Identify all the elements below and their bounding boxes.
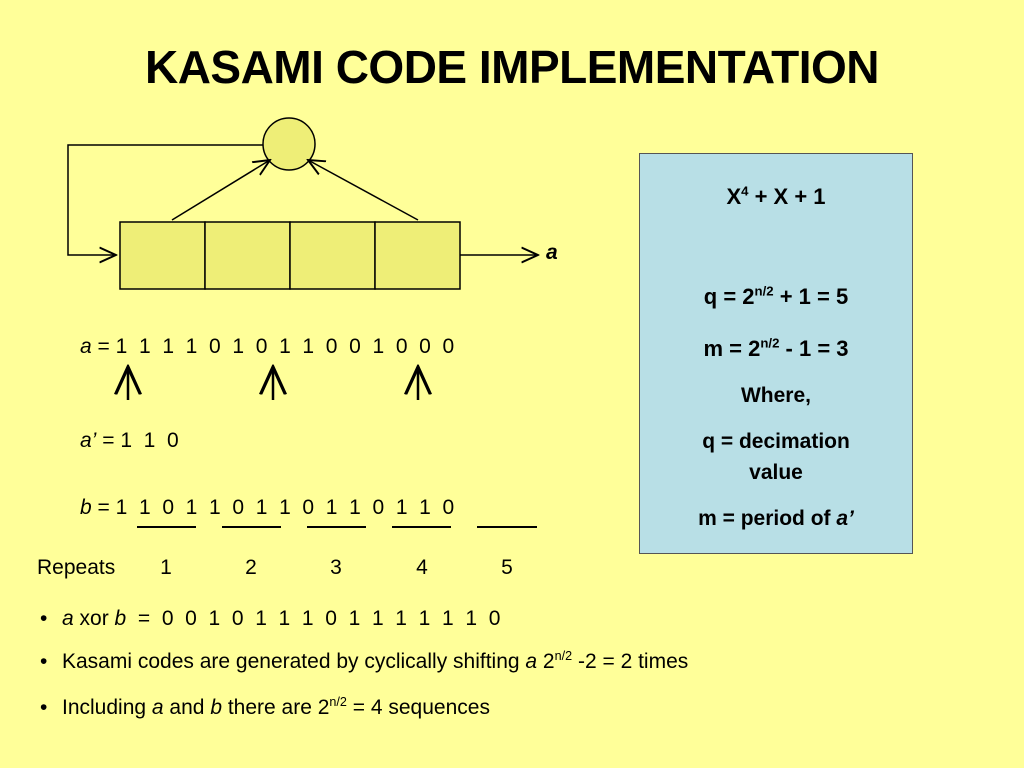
output-label: a [546, 241, 558, 264]
repeat-number-4: 4 [416, 556, 428, 579]
bullet-shift-exp: n/2 [554, 649, 573, 663]
bullet-count: • Including a and b there are 2n/2 = 4 se… [40, 696, 490, 720]
page-title: KASAMI CODE IMPLEMENTATION [144, 41, 880, 93]
m-definition-var: a’ [836, 507, 854, 530]
decimation-arrows [128, 367, 418, 400]
register-cell-3 [289, 221, 376, 290]
sequence-a-prime-var: a’ [80, 429, 97, 452]
repeat-number-3: 3 [330, 556, 342, 579]
bullet-count-mid: there are 2 [222, 696, 330, 719]
q-formula-post: + 1 = 5 [773, 284, 849, 309]
m-formula-pre: m = 2 [703, 336, 761, 361]
q-formula-exp: n/2 [754, 283, 774, 299]
bullet-count-and: and [163, 696, 211, 719]
where-label: Where, [740, 384, 811, 407]
sequence-b-eq: = [97, 496, 110, 519]
sequence-a-prime: a’ = 1 1 0 [80, 429, 179, 453]
bullet-shift-var: a [525, 650, 538, 673]
info-box: X4 + X + 1 q = 2n/2 + 1 = 5 m = 2n/2 - 1… [639, 153, 913, 554]
m-formula-post: - 1 = 3 [779, 336, 849, 361]
bullet-xor-op: xor [73, 607, 115, 630]
sequence-b-bits: 1 1 0 1 1 0 1 1 0 1 1 0 1 1 0 [115, 496, 455, 519]
bullet-shift-post: -2 = 2 times [572, 650, 689, 673]
bullet-shift: • Kasami codes are generated by cyclicall… [40, 650, 688, 674]
tap-arrow-left [171, 160, 270, 221]
sequence-a-var: a [80, 335, 92, 358]
poly-exponent: 4 [741, 183, 749, 199]
feedback-path [67, 144, 263, 255]
sequence-a-prime-eq: = [102, 429, 115, 452]
bullet-count-post: = 4 sequences [346, 696, 490, 719]
bullet-shift-text: Kasami codes are generated by cyclically… [62, 650, 526, 673]
m-definition: m = period of a’ [640, 504, 912, 534]
bullet-count-exp: n/2 [329, 695, 347, 709]
register-cell-1 [119, 221, 206, 290]
bullet-count-text: Including [62, 696, 152, 719]
m-formula-exp: n/2 [760, 335, 780, 351]
repeat-number-2: 2 [245, 556, 257, 579]
tap-arrow-right [308, 160, 419, 221]
sequence-a: a = 1 1 1 1 0 1 0 1 1 0 0 1 0 0 0 [80, 335, 454, 359]
bullet-xor-result: = 0 0 1 0 1 1 1 0 1 1 1 1 1 1 0 [126, 607, 501, 630]
polynomial: X4 + X + 1 [640, 182, 912, 212]
m-definition-pre: m = period of [698, 507, 837, 530]
register-cell-4 [374, 221, 461, 290]
xor-node [262, 117, 316, 171]
q-definition-line-2: value [749, 461, 803, 484]
repeat-number-1: 1 [160, 556, 172, 579]
shift-register [119, 221, 461, 290]
bullet-shift-base: 2 [537, 650, 555, 673]
bullet-xor-var-a: a [62, 607, 74, 630]
repeat-number-5: 5 [501, 556, 513, 579]
register-cell-2 [204, 221, 291, 290]
q-formula: q = 2n/2 + 1 = 5 [640, 282, 912, 312]
sequence-a-prime-bits: 1 1 0 [120, 429, 179, 452]
q-formula-pre: q = 2 [703, 284, 755, 309]
m-formula: m = 2n/2 - 1 = 3 [640, 334, 912, 364]
bullet-count-var-a: a [151, 696, 164, 719]
bullet-dot: • [40, 696, 48, 719]
poly-x: X [726, 184, 742, 209]
poly-rest: + X + 1 [748, 184, 826, 209]
sequence-b-var: b [80, 496, 92, 519]
bullet-count-var-b: b [210, 696, 222, 719]
bullet-dot: • [40, 607, 48, 630]
bullet-dot: • [40, 650, 48, 673]
sequence-a-bits: 1 1 1 1 0 1 0 1 1 0 0 1 0 0 0 [115, 335, 455, 358]
q-definition-line-1: q = decimation [702, 430, 850, 453]
bullet-xor: • a xor b = 0 0 1 0 1 1 1 0 1 1 1 1 1 1 0 [40, 607, 500, 631]
bullet-xor-var-b: b [114, 607, 127, 630]
sequence-b: b = 1 1 0 1 1 0 1 1 0 1 1 0 1 1 0 [80, 496, 454, 520]
repeats-label: Repeats [37, 556, 116, 579]
sequence-a-eq: = [97, 335, 110, 358]
